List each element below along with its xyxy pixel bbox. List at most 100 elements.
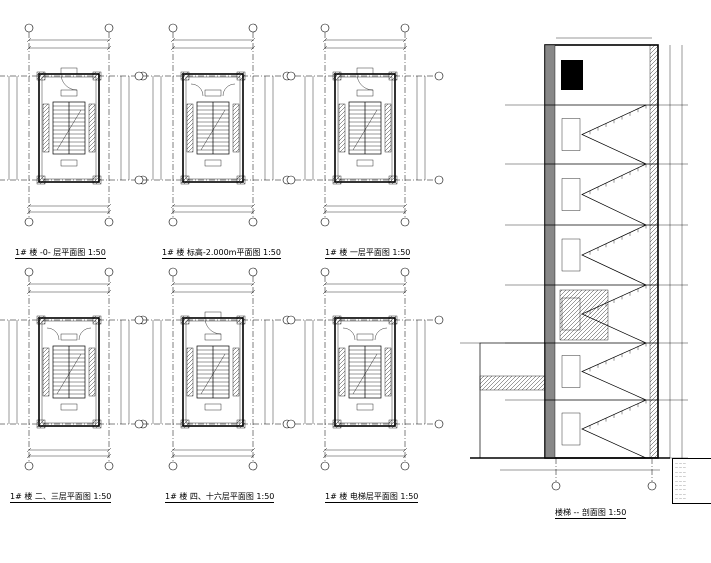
axis-bubble: [434, 175, 444, 185]
dimension-tick: [26, 281, 32, 287]
axis-bubble: [647, 481, 657, 491]
axis-bubble: [248, 217, 258, 227]
dimension-tick: [322, 281, 328, 287]
dimension-tick: [26, 37, 32, 43]
section-wall: [544, 44, 556, 459]
dimension-tick: [250, 203, 256, 209]
dimension-tick: [170, 447, 176, 453]
wall-inner: [41, 320, 97, 424]
door-frame: [561, 412, 581, 446]
door-frame: [561, 178, 581, 211]
wall-hatch: [88, 347, 96, 397]
wall-hatch: [88, 103, 96, 153]
axis-bubble: [400, 23, 410, 33]
axis-bubble: [168, 461, 178, 471]
door-frame: [561, 355, 581, 388]
column: [92, 419, 102, 429]
stair-flight: [581, 342, 647, 401]
axis-bubble: [104, 461, 114, 471]
plan-title-4: 1# 楼 二、三层平面图 1:50: [10, 492, 112, 503]
column: [388, 315, 398, 325]
wall-inner: [185, 320, 241, 424]
axis-bubble: [104, 23, 114, 33]
floor-plan: [286, 23, 444, 227]
axis-bubble: [134, 419, 144, 429]
column: [332, 175, 342, 185]
dimension-tick: [250, 453, 256, 459]
legend-line: — — —: [675, 474, 686, 479]
dimension-tick: [402, 447, 408, 453]
dimension-tick: [402, 289, 408, 295]
axis-bubble: [248, 267, 258, 277]
dimension-tick: [250, 281, 256, 287]
column: [236, 175, 246, 185]
dimension-tick: [170, 289, 176, 295]
door-swing: [190, 83, 204, 97]
dimension-tick: [26, 45, 32, 51]
floor-plan: [0, 23, 148, 227]
section-title: 楼梯 -- 剖面图 1:50: [555, 508, 627, 519]
column: [332, 419, 342, 429]
axis-bubble: [168, 23, 178, 33]
dimension-tick: [402, 453, 408, 459]
wall-outline: [182, 73, 244, 183]
legend-line: — — —: [675, 491, 686, 496]
door-swing: [60, 73, 78, 91]
axis-bubble: [320, 23, 330, 33]
door-swing: [342, 327, 356, 341]
dimension-tick: [170, 203, 176, 209]
wall-hatch: [186, 347, 194, 397]
dimension-tick: [26, 453, 32, 459]
dimension-tick: [402, 209, 408, 215]
column: [332, 71, 342, 81]
legend-line: — — —: [675, 469, 686, 474]
axis-bubble: [24, 461, 34, 471]
axis-bubble: [24, 267, 34, 277]
door-swing: [78, 327, 92, 341]
floor-plan: [134, 267, 292, 471]
axis-bubble: [434, 71, 444, 81]
wall-hatch: [42, 347, 50, 397]
axis-bubble: [134, 71, 144, 81]
legend-line: — — —: [675, 478, 686, 483]
column: [36, 71, 46, 81]
dimension-tick: [170, 453, 176, 459]
axis-bubble: [434, 315, 444, 325]
column: [236, 419, 246, 429]
dimension-tick: [170, 45, 176, 51]
annex-outline: [479, 342, 546, 459]
hatched-area: [559, 289, 609, 341]
plan-title-2: 1# 楼 标高-2.000m平面图 1:50: [162, 248, 281, 259]
column: [36, 175, 46, 185]
dimension-tick: [402, 203, 408, 209]
dimension-tick: [250, 447, 256, 453]
stair-flight: [581, 224, 647, 286]
stair-arrow: [200, 353, 226, 395]
door-frame: [561, 118, 581, 151]
door-swing: [204, 317, 222, 335]
dimension-tick: [250, 209, 256, 215]
axis-bubble: [168, 267, 178, 277]
wall-hatch: [186, 103, 194, 153]
axis-bubble: [320, 461, 330, 471]
stair-flight: [581, 163, 647, 226]
wall-hatch: [232, 103, 240, 153]
column: [92, 315, 102, 325]
dimension-tick: [402, 281, 408, 287]
dimension-tick: [106, 447, 112, 453]
column: [388, 419, 398, 429]
dimension-tick: [250, 37, 256, 43]
stair-flight: [581, 399, 647, 459]
dimension-tick: [170, 209, 176, 215]
column: [180, 71, 190, 81]
wall-inner: [337, 76, 393, 180]
wall-hatch: [338, 103, 346, 153]
landing-label-box: [204, 403, 222, 411]
dimension-tick: [106, 37, 112, 43]
stair-arrow: [56, 109, 82, 151]
landing-label-box: [60, 89, 78, 97]
axis-bubble: [248, 23, 258, 33]
wall-outline: [38, 317, 100, 427]
wall-hatch: [338, 347, 346, 397]
